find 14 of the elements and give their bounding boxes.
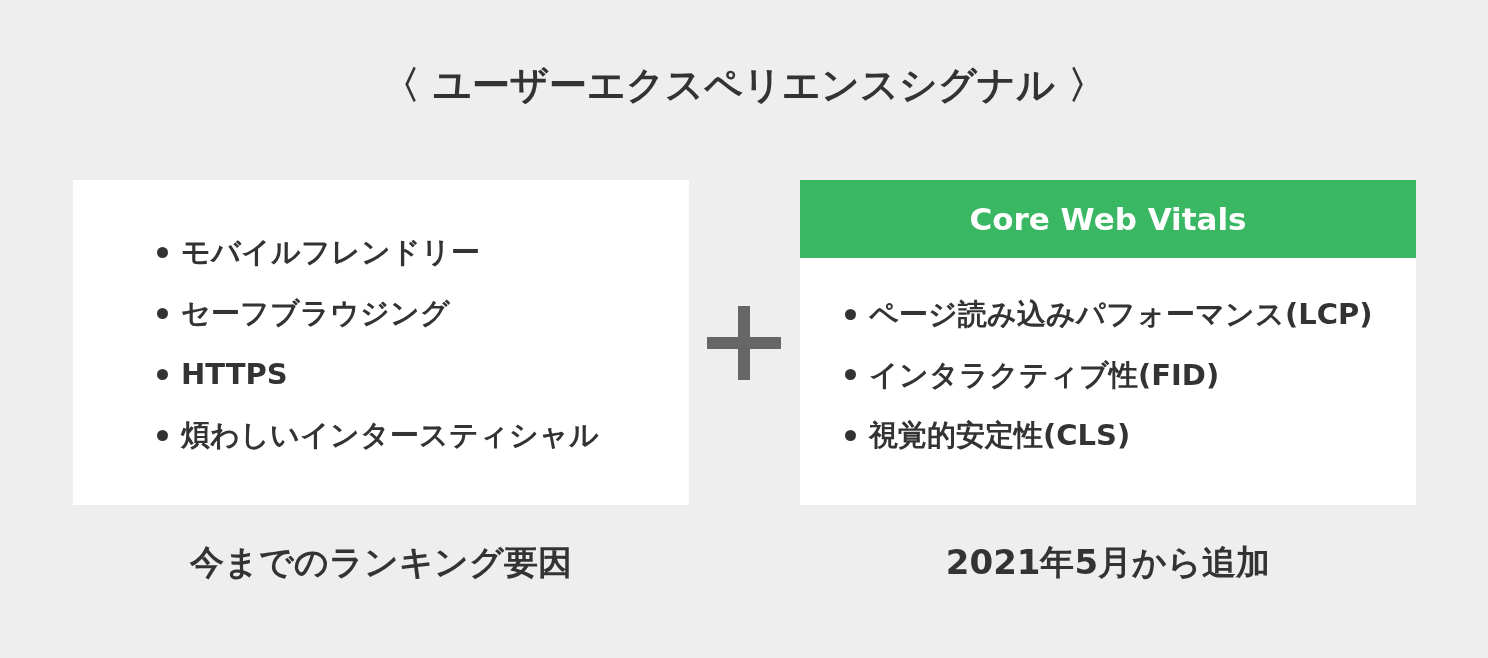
- node-label: 今までのランキング要因: [190, 541, 572, 584]
- panel: [73, 180, 689, 505]
- list-item: 煩わしいインタースティシャル: [181, 417, 599, 454]
- list-item: モバイルフレンドリー: [181, 234, 480, 271]
- list-item: 視覚的安定性(CLS): [869, 417, 1131, 454]
- section-heading: Core Web Vitals: [969, 200, 1247, 239]
- diagram-title: 〈 ユーザーエクスペリエンスシグナル 〉: [381, 63, 1107, 107]
- node-label: 2021年5月から追加: [945, 541, 1271, 584]
- header-band: [800, 180, 1416, 258]
- list-item: セーフブラウジング: [181, 295, 450, 332]
- panel: [800, 180, 1416, 505]
- list-item: インタラクティブ性(FID): [869, 356, 1220, 394]
- list-item: HTTPS: [181, 356, 288, 393]
- list-item: ページ読み込みパフォーマンス(LCP): [869, 296, 1373, 333]
